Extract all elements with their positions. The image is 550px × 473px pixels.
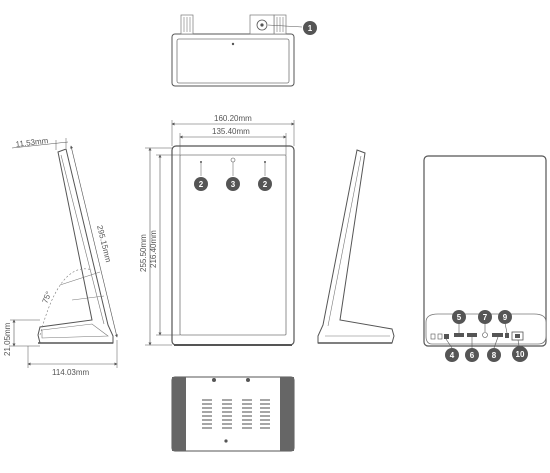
callout-5: 5 — [452, 310, 466, 324]
bottom-vent-grille — [202, 399, 270, 429]
svg-text:2: 2 — [199, 180, 204, 189]
callout-3: 3 — [226, 177, 240, 191]
right-side-view — [317, 149, 395, 344]
svg-text:7: 7 — [483, 313, 488, 322]
svg-text:4: 4 — [450, 351, 455, 360]
dim-outer-width: 160.20mm — [214, 114, 252, 123]
front-view — [145, 120, 295, 346]
callout-leaders — [445, 322, 520, 349]
callout-10: 10 — [512, 346, 528, 362]
callout-2-right: 2 — [258, 177, 272, 191]
usb-port-icon — [454, 333, 464, 337]
svg-text:10: 10 — [516, 350, 525, 359]
ethernet-port-icon — [511, 331, 524, 341]
callout-7: 7 — [478, 310, 492, 324]
slot-icon — [505, 333, 509, 338]
dim-outer-height: 255.50mm — [139, 234, 148, 272]
top-speaker-grille-right — [273, 14, 287, 35]
dim-top-width: 11.53mm — [15, 136, 49, 149]
dim-screen-width: 135.40mm — [212, 127, 250, 136]
top-camera-dot — [231, 42, 235, 46]
dim-screen-height: 216.40mm — [149, 230, 158, 268]
callout-1: 1 — [303, 21, 317, 35]
dc-port-icon — [444, 334, 449, 339]
dim-angle: 75° — [41, 290, 54, 305]
callout-4: 4 — [445, 348, 459, 362]
usb-port-icon — [467, 333, 477, 337]
callout-9: 9 — [498, 310, 512, 324]
top-speaker-grille-left — [180, 14, 194, 35]
dim-depth: 114.03mm — [52, 368, 90, 377]
svg-text:1: 1 — [308, 24, 313, 33]
callout-6: 6 — [465, 348, 479, 362]
svg-text:5: 5 — [457, 313, 462, 322]
dim-base-height: 21.05mm — [3, 322, 12, 356]
svg-text:2: 2 — [263, 180, 268, 189]
svg-text:9: 9 — [503, 313, 508, 322]
port-icon — [430, 333, 436, 340]
audio-jack-icon — [482, 332, 488, 338]
svg-text:3: 3 — [231, 180, 236, 189]
svg-text:6: 6 — [470, 351, 475, 360]
left-side-view — [10, 138, 118, 368]
bottom-view — [171, 376, 295, 452]
callout-2-left: 2 — [194, 177, 208, 191]
callout-8: 8 — [487, 348, 501, 362]
port-icon — [437, 333, 443, 340]
svg-text:8: 8 — [492, 351, 497, 360]
top-view — [171, 14, 303, 87]
power-button-icon — [256, 19, 268, 31]
hdmi-port-icon — [492, 333, 503, 337]
